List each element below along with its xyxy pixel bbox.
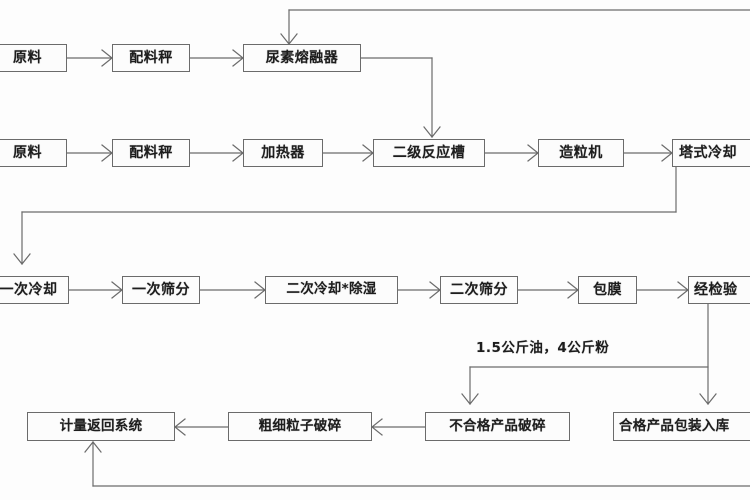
arrowhead-inspection <box>677 281 689 299</box>
node-tower-cooler[interactable]: 塔式冷却 <box>672 139 750 167</box>
node-heater[interactable]: 加热器 <box>243 139 323 167</box>
node-inspection[interactable]: 经检验 <box>688 276 750 304</box>
node-label: 一次冷却 <box>0 282 58 298</box>
arrowhead-melter-top <box>280 33 298 45</box>
node-label: 二次冷却*除湿 <box>286 281 377 298</box>
node-label: 尿素熔融器 <box>265 50 339 66</box>
arrowhead-reject-crusher <box>461 393 479 405</box>
node-first-screening[interactable]: 一次筛分 <box>122 276 200 304</box>
arrowhead-reactor-top <box>423 126 441 138</box>
node-granulator[interactable]: 造粒机 <box>538 139 624 167</box>
node-raw-material-1[interactable]: 原料 <box>0 44 67 72</box>
node-metering-return-system[interactable]: 计量返回系统 <box>27 412 175 441</box>
node-label: 一次筛分 <box>132 282 190 298</box>
annotation-oil-powder: 1.5公斤油，4公斤粉 <box>476 340 610 356</box>
node-coating[interactable]: 包膜 <box>578 276 637 304</box>
node-label: 配料秤 <box>129 50 173 66</box>
node-reject-product-crusher[interactable]: 不合格产品破碎 <box>425 412 570 441</box>
node-label: 计量返回系统 <box>59 417 143 434</box>
node-label: 原料 <box>13 145 42 161</box>
node-label: 二次筛分 <box>450 282 508 298</box>
arrowhead-coating <box>567 281 579 299</box>
arrowhead-tower <box>661 144 673 162</box>
arrowhead-granulator <box>527 144 539 162</box>
node-first-cooling[interactable]: 一次冷却 <box>0 276 69 304</box>
node-batching-scale-2[interactable]: 配料秤 <box>112 139 190 167</box>
node-label: 包膜 <box>593 282 622 298</box>
arrowhead-qualified-packaging <box>699 393 717 405</box>
node-label: 造粒机 <box>559 145 603 161</box>
node-urea-melter[interactable]: 尿素熔融器 <box>243 44 361 72</box>
arrowhead-metering-bottom <box>84 441 102 453</box>
node-second-stage-reactor[interactable]: 二级反应槽 <box>373 139 485 167</box>
node-label: 二级反应槽 <box>392 145 466 161</box>
arrowhead-scale2 <box>101 144 113 162</box>
node-batching-scale-1[interactable]: 配料秤 <box>112 44 190 72</box>
node-label: 粗细粒子破碎 <box>258 417 342 434</box>
arrowhead-heater <box>232 144 244 162</box>
node-second-screening[interactable]: 二次筛分 <box>440 276 518 304</box>
arrowhead-reactor-left <box>362 144 374 162</box>
node-label: 配料秤 <box>129 145 173 161</box>
node-second-cooling-dehumidify[interactable]: 二次冷却*除湿 <box>265 276 398 304</box>
node-label: 原料 <box>13 50 42 66</box>
arrowhead-metering-return <box>174 418 186 436</box>
node-coarse-fine-crusher[interactable]: 粗细粒子破碎 <box>228 412 372 441</box>
arrowhead-first-screening <box>111 281 123 299</box>
node-label: 加热器 <box>261 145 305 161</box>
arrowhead-scale1 <box>101 49 113 67</box>
arrowhead-melter <box>232 49 244 67</box>
node-label: 经检验 <box>694 282 738 298</box>
node-label: 合格产品包装入库 <box>619 417 730 434</box>
arrowhead-first-cooling <box>13 253 31 265</box>
arrowhead-second-cooling <box>254 281 266 299</box>
node-label: 塔式冷却 <box>679 145 737 161</box>
node-raw-material-2[interactable]: 原料 <box>0 139 67 167</box>
node-qualified-product-packaging[interactable]: 合格产品包装入库 <box>613 412 750 441</box>
node-label: 不合格产品破碎 <box>449 417 546 434</box>
arrowhead-second-screening <box>429 281 441 299</box>
arrowhead-coarse-fine <box>371 418 383 436</box>
